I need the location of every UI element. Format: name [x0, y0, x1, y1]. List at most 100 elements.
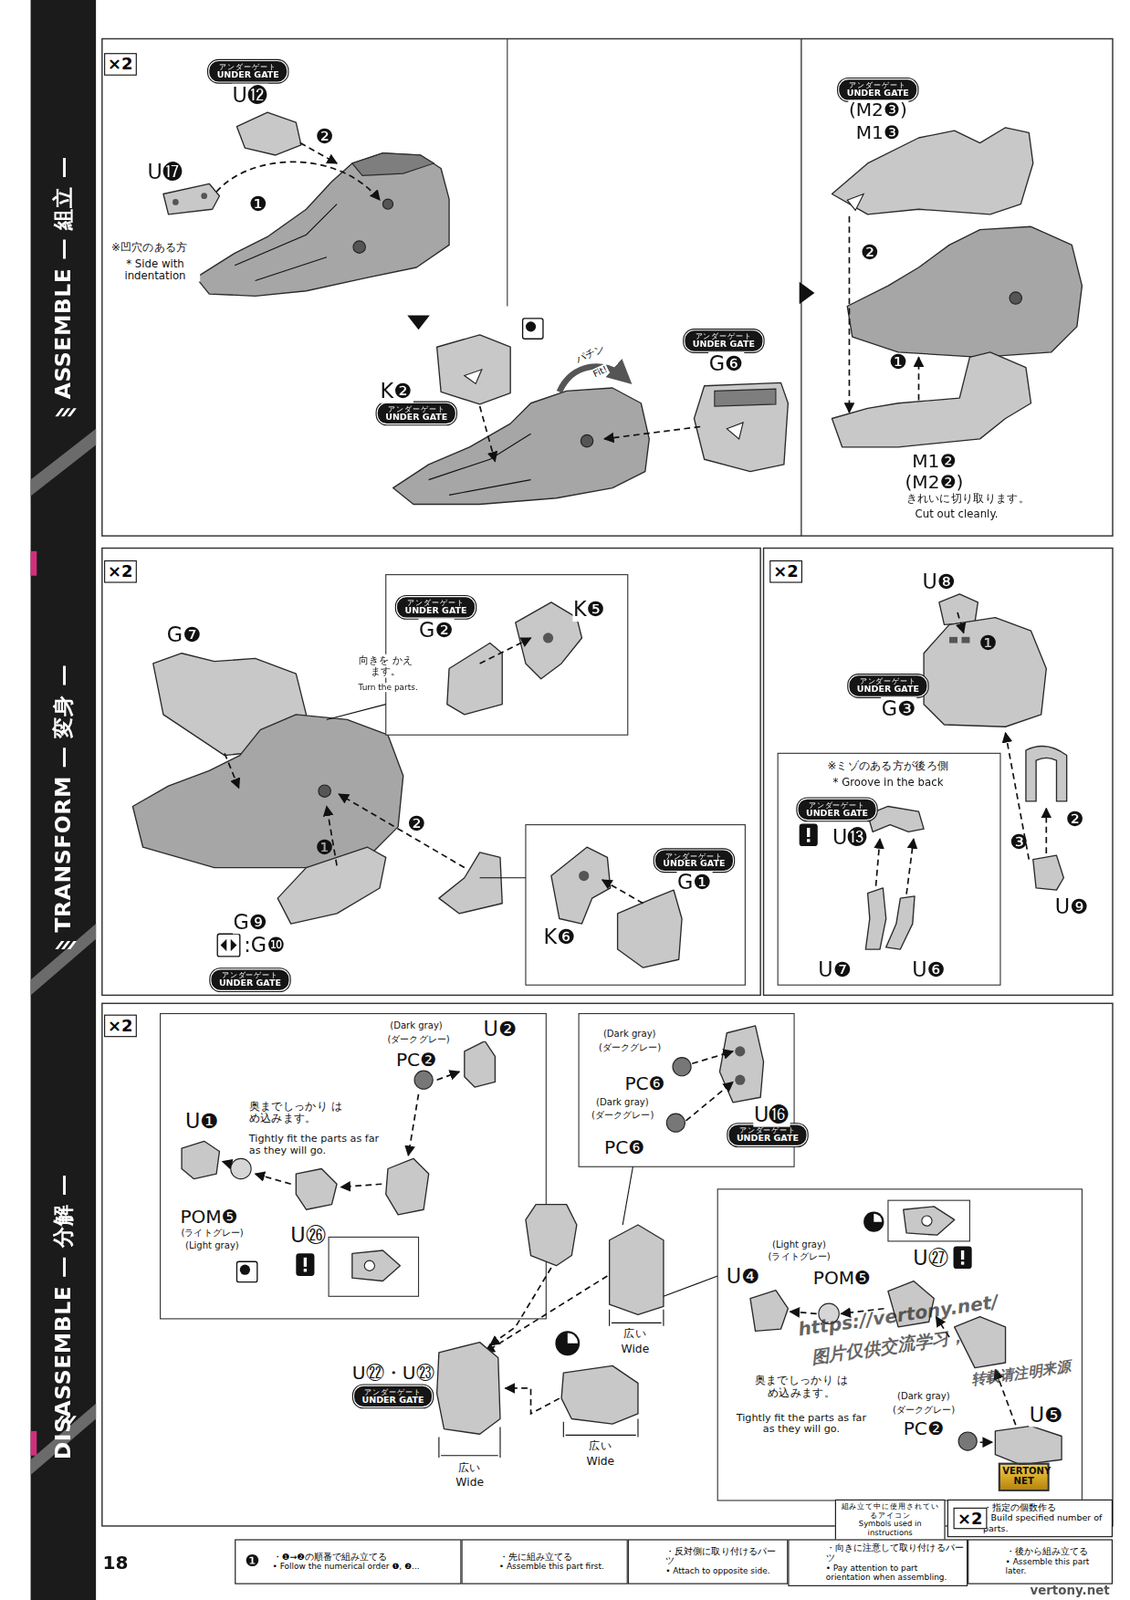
note-text: 広い	[587, 1439, 613, 1453]
part-number: POM❺	[812, 1266, 873, 1288]
legend-cell: ・後から組み立てる• Assemble this part later.	[967, 1538, 1113, 1584]
note-text: Tightly fit the parts as far as they wil…	[248, 1132, 381, 1157]
legend-cell: ・反対側に取り付けるパーツ• Attach to opposite side.	[627, 1538, 789, 1584]
node-text: UNDER GATE	[219, 979, 282, 989]
step-number: ❷	[313, 125, 335, 147]
step-number: ❷	[1064, 808, 1085, 829]
note-text: * Groove in the back	[831, 775, 944, 788]
under-gate-badge: アンダーゲートUNDER GATE	[395, 596, 476, 619]
section-tab: DISASSEMBLE — 分解 —	[51, 1172, 76, 1461]
note-text: (ライトグレー)	[766, 1251, 831, 1263]
step-number: ❸	[1008, 831, 1029, 852]
under-gate-badge: アンダーゲートUNDER GATE	[376, 401, 457, 425]
node-text: ・❶→❷の順番で組み立てる	[272, 1551, 458, 1562]
node-text: ×2	[107, 562, 133, 581]
part-number: U⓱	[146, 159, 184, 184]
node-text: アンダーゲート	[662, 851, 725, 860]
part-number: K❺	[572, 597, 607, 622]
node-text: アンダーゲート	[361, 1387, 424, 1396]
under-gate-badge: アンダーゲートUNDER GATE	[653, 848, 734, 872]
note-text: (ライトグレー)	[179, 1227, 244, 1239]
quantity-badge: ×2	[769, 560, 803, 583]
step-number: ❷	[859, 241, 880, 262]
part-number: U㉒・U㉓	[351, 1361, 436, 1383]
node-text: ×2	[107, 54, 133, 74]
legend-cell: ・先に組み立てる• Assemble this part first.	[460, 1538, 628, 1584]
note-text: (ダークグレー)	[891, 1404, 956, 1416]
note-text: Wide	[585, 1454, 616, 1468]
under-gate-badge: アンダーゲートUNDER GATE	[847, 674, 929, 698]
section-tab: TRANSFORM — 変身 —	[51, 663, 76, 934]
node-text: ・指定の個数作る	[983, 1503, 1110, 1514]
part-number: G❸	[880, 696, 918, 721]
under-gate-badge: アンダーゲートUNDER GATE	[837, 78, 919, 102]
note-text: 広い	[457, 1461, 482, 1475]
part-number: U⓭	[831, 825, 869, 849]
node-text: UNDER GATE	[404, 606, 467, 617]
note-text: (ダークグレー)	[597, 1042, 662, 1054]
quantity-badge: ×2	[104, 52, 137, 75]
page-number: 18	[101, 1551, 129, 1573]
node-text: アンダーゲート	[805, 800, 869, 809]
note-text: (Dark gray)	[595, 1097, 650, 1109]
note-text: 広い	[622, 1327, 648, 1340]
node-text: アンダーゲート	[404, 598, 467, 607]
part-number: G❻	[708, 351, 745, 376]
node-text: アンダーゲート	[385, 404, 448, 413]
under-gate-badge: アンダーゲートUNDER GATE	[727, 1123, 808, 1147]
step-number: ❶	[888, 351, 909, 372]
under-gate-badge: アンダーゲートUNDER GATE	[208, 59, 289, 83]
note-text: Turn the parts.	[356, 682, 419, 692]
part-number: U⓰	[753, 1102, 791, 1127]
note-text: 奥までしっかり はめ込みます。	[753, 1373, 849, 1399]
node-text: アンダーゲート	[736, 1126, 799, 1135]
under-gate-badge: アンダーゲートUNDER GATE	[352, 1384, 433, 1408]
node-text: • Assemble this part first.	[499, 1561, 624, 1571]
quantity-badge: ×2	[953, 1506, 987, 1529]
note-text: (Dark gray)	[388, 1020, 444, 1032]
part-number: K❻	[542, 925, 576, 950]
part-number: M1❸	[855, 122, 901, 144]
part-number: U❽	[920, 570, 957, 595]
part-number: G❼	[166, 623, 203, 648]
node-text: UNDER GATE	[385, 412, 448, 422]
part-number: PC❻	[623, 1073, 666, 1095]
step-number: ❶	[243, 1552, 261, 1570]
note-text: (Dark gray)	[602, 1028, 658, 1040]
under-gate-badge: アンダーゲートUNDER GATE	[683, 329, 764, 353]
node-text: • Attach to opposite side.	[665, 1567, 785, 1577]
under-gate-badge: アンダーゲートUNDER GATE	[209, 968, 291, 992]
node-text: • Pay attention to part orientation when…	[826, 1563, 964, 1583]
node-text: アンダーゲート	[692, 332, 755, 341]
part-number: PC❷	[902, 1418, 945, 1440]
node-text: アンダーゲート	[857, 677, 920, 686]
note-text: (ダークグレー)	[590, 1109, 655, 1121]
note-text: Cut out cleanly.	[913, 507, 999, 520]
part-number: U❹	[725, 1264, 762, 1288]
part-number: U❶	[184, 1109, 220, 1133]
part-number: G❾	[231, 910, 269, 934]
node-text: UNDER GATE	[857, 685, 920, 695]
step-number: ❷	[406, 813, 427, 834]
node-text: 組み立て中に使用されているアイコン	[838, 1502, 942, 1520]
part-number: U❾	[1054, 894, 1090, 919]
part-number: U❷	[481, 1016, 518, 1041]
step-number: ❶	[977, 632, 998, 653]
part-number: PC❷	[395, 1048, 438, 1070]
note-text: (Light gray)	[771, 1239, 827, 1251]
note-text: * Side with indentation	[110, 257, 200, 283]
note-text: Wide	[454, 1476, 485, 1490]
part-number: PC❻	[603, 1136, 646, 1158]
node-text: UNDER GATE	[736, 1134, 799, 1144]
node-text: UNDER GATE	[692, 340, 755, 350]
legend-title: 組み立て中に使用されているアイコンSymbols used in instruc…	[835, 1499, 946, 1541]
part-number: M1❷	[910, 450, 957, 472]
node-text: ・反対側に取り付けるパーツ	[665, 1547, 785, 1568]
node-text: • Follow the numerical order ❶, ❷...	[272, 1561, 458, 1571]
node-text: VERTONY NET	[1002, 1466, 1046, 1487]
part-number: U㉗	[911, 1245, 950, 1270]
part-number: :G❿	[242, 933, 286, 958]
node-text: アンダーゲート	[219, 971, 282, 980]
node-text: Symbols used in instructions	[838, 1519, 942, 1538]
note-text: ※凹穴のある方	[110, 240, 189, 253]
